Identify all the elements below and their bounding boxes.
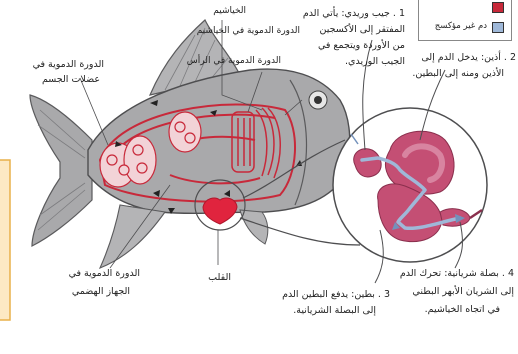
side-info-box xyxy=(0,160,10,320)
step4-line2: إلى الشريان الأبهر البطني xyxy=(412,284,514,299)
label-gills: الخياشيم xyxy=(213,4,246,19)
step3-line2: إلى البصلة الشريانية. xyxy=(293,303,376,318)
step4-line3: في اتجاه الخياشيم. xyxy=(425,302,500,317)
step2-line2: الأذين ومنه إلى البطين. xyxy=(412,66,504,81)
heart-shape xyxy=(203,198,237,224)
label-digestive-2: الجهاز الهضمي xyxy=(72,284,130,299)
step1-line4: الجيب الوريدي. xyxy=(345,54,405,69)
step4-line1: 4 . بصلة شريانية: تحرك الدم xyxy=(400,266,514,281)
legend: دم غير مؤكسج xyxy=(418,0,512,41)
label-body-muscle-1: الدورة الدموية في xyxy=(33,57,104,72)
legend-swatch-deoxygenated xyxy=(492,22,504,33)
step2-line1: 2 . أذين: يدخل الدم إلى xyxy=(421,50,516,65)
step3-line1: 3 . بطين: يدفع البطين الدم xyxy=(282,287,390,302)
magnified-heart xyxy=(333,108,487,262)
label-digestive-1: الدورة الدموية في xyxy=(69,266,140,281)
step1-line3: من الأوردة ويتجمع في xyxy=(318,38,405,53)
label-head-circulation: الدورة الدموية في الرأس xyxy=(187,54,281,69)
legend-deoxygenated-label: دم غير مؤكسج xyxy=(435,19,487,34)
step1-line2: المفتقر إلى الأكسجين xyxy=(319,22,405,37)
label-heart: القلب xyxy=(208,270,231,285)
label-gills-circulation: الدورة الدموية في الخياشيم xyxy=(197,24,300,39)
step1-line1: 1 . جيب وريدي: يأتي الدم xyxy=(303,6,405,21)
label-body-muscle-2: عضلات الجسم xyxy=(42,72,100,87)
legend-swatch-oxygenated xyxy=(492,2,504,13)
digestive-capillaries xyxy=(169,112,201,152)
